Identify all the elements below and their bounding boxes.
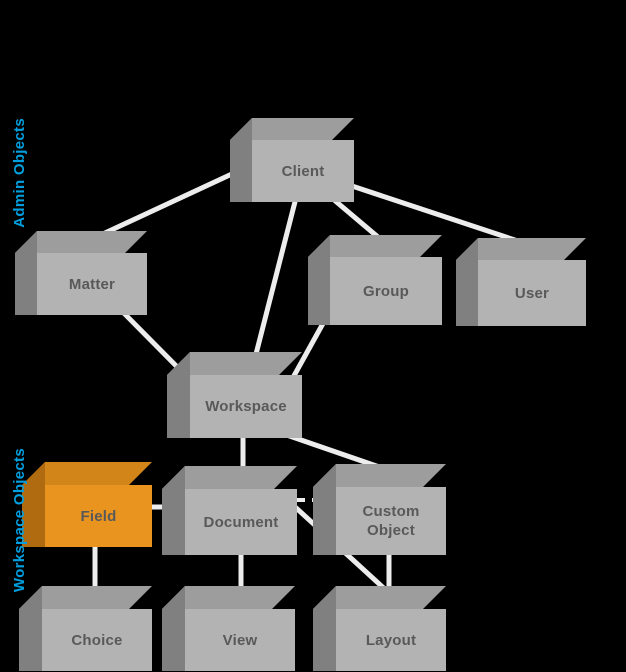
node-face-side-band: [230, 140, 252, 202]
node-face-front: [185, 489, 297, 555]
node-face-top: [22, 462, 152, 485]
node-shape-document: [162, 466, 297, 555]
node-face-top: [19, 586, 152, 609]
node-face-side-band: [162, 489, 185, 555]
node-shape-choice: [19, 586, 152, 671]
node-shape-layout: [313, 586, 446, 671]
node-face-front: [185, 609, 295, 671]
node-user[interactable]: User: [456, 238, 586, 326]
node-field[interactable]: Field: [22, 462, 152, 547]
node-customobject[interactable]: Custom Object: [313, 464, 446, 555]
node-shape-customobject: [313, 464, 446, 555]
node-face-front: [37, 253, 147, 315]
node-face-side-band: [19, 609, 42, 671]
node-view[interactable]: View: [162, 586, 295, 671]
node-layout[interactable]: Layout: [313, 586, 446, 671]
group-label-workspace-objects: Workspace Objects: [11, 448, 28, 593]
node-face-top: [162, 466, 297, 489]
node-face-top: [308, 235, 442, 257]
node-face-side-band: [22, 485, 45, 547]
node-shape-group: [308, 235, 442, 325]
group-label-admin-objects: Admin Objects: [11, 118, 28, 228]
node-group[interactable]: Group: [308, 235, 442, 325]
node-shape-workspace: [167, 352, 302, 438]
node-face-front: [42, 609, 152, 671]
node-face-side-band: [313, 487, 336, 555]
node-shape-view: [162, 586, 295, 671]
node-face-side-band: [15, 253, 37, 315]
node-shape-client: [230, 118, 354, 202]
node-face-top: [313, 464, 446, 487]
node-face-side-band: [162, 609, 185, 671]
node-face-front: [190, 375, 302, 438]
node-face-front: [252, 140, 354, 202]
node-face-top: [313, 586, 446, 609]
node-face-top: [456, 238, 586, 260]
node-shape-user: [456, 238, 586, 326]
node-face-front: [45, 485, 152, 547]
node-face-side-band: [167, 375, 190, 438]
node-face-front: [330, 257, 442, 325]
node-face-front: [336, 487, 446, 555]
node-shape-matter: [15, 231, 147, 315]
connector-client-workspace: [252, 189, 301, 359]
node-face-top: [230, 118, 354, 140]
node-workspace[interactable]: Workspace: [167, 352, 302, 438]
node-face-top: [162, 586, 295, 609]
node-face-side-band: [308, 257, 330, 325]
node-face-side-band: [313, 609, 336, 671]
node-face-side-band: [456, 260, 478, 326]
node-face-front: [336, 609, 446, 671]
node-matter[interactable]: Matter: [15, 231, 147, 315]
node-face-front: [478, 260, 586, 326]
node-document[interactable]: Document: [162, 466, 297, 555]
node-choice[interactable]: Choice: [19, 586, 152, 671]
node-face-top: [167, 352, 302, 375]
node-client[interactable]: Client: [230, 118, 354, 202]
node-face-top: [15, 231, 147, 253]
node-shape-field: [22, 462, 152, 547]
